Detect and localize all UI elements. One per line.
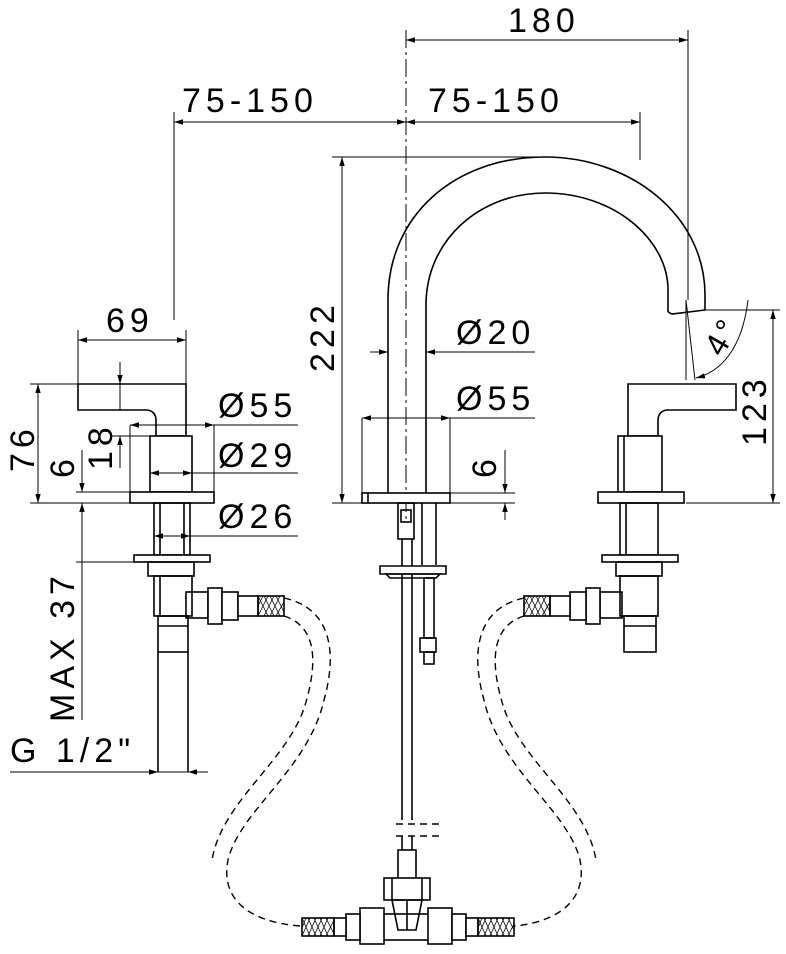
- dim-spout-angle: 4°: [685, 299, 749, 381]
- dim-handle-height-label: 76: [4, 424, 42, 472]
- dim-thread: G 1/2": [10, 732, 208, 775]
- dim-spout-height-label: 222: [304, 300, 342, 372]
- dim-handle-base-thickness-label: 6: [44, 454, 82, 478]
- dim-handle-height: 76: [4, 383, 130, 504]
- dim-handle-body-diameter: Ø29: [150, 437, 298, 476]
- dim-spout-angle-label: 4°: [697, 310, 747, 361]
- dim-overall-width-label: 180: [508, 2, 580, 40]
- dim-spout-base-diameter: Ø55: [361, 380, 535, 493]
- dim-handle-base-diameter-label: Ø55: [218, 387, 297, 425]
- dim-left-spacing: 75-150: [173, 82, 406, 320]
- dim-lever-length: 69: [77, 302, 187, 384]
- dim-handle-body-diameter-label: Ø29: [218, 437, 297, 475]
- dim-lever-offset: 18: [82, 362, 150, 470]
- dim-outlet-height-label: 123: [736, 374, 774, 446]
- dim-overall-width: 180: [406, 2, 689, 300]
- dim-spout-diameter: Ø20: [370, 314, 535, 355]
- dim-spout-base-diameter-label: Ø55: [456, 380, 535, 418]
- dim-handle-base-diameter: Ø55: [129, 387, 298, 492]
- dim-lever-length-label: 69: [106, 302, 154, 340]
- dim-left-spacing-label: 75-150: [182, 82, 318, 120]
- dim-right-spacing: 75-150: [406, 82, 641, 160]
- dim-spout-base-thickness-label: 6: [466, 454, 504, 478]
- dim-right-spacing-label: 75-150: [428, 82, 564, 120]
- dim-thread-label: G 1/2": [10, 732, 135, 770]
- spout-shank: [379, 502, 447, 850]
- dim-lever-offset-label: 18: [82, 422, 120, 470]
- dim-max-deck-label: MAX 37: [44, 571, 82, 722]
- flexible-hoses: [211, 597, 597, 927]
- dim-max-deck: MAX 37: [44, 503, 134, 722]
- dim-spout-height: 222: [304, 156, 545, 504]
- dim-spout-base-thickness: 6: [450, 450, 515, 520]
- tee-connector: [301, 849, 515, 945]
- dim-shank-diameter: Ø26: [154, 498, 298, 539]
- dim-shank-diameter-label: Ø26: [218, 498, 297, 536]
- dim-spout-diameter-label: Ø20: [456, 314, 535, 352]
- right-handle: [523, 383, 737, 653]
- left-handle: [77, 383, 285, 772]
- dim-outlet-height: 123: [686, 309, 780, 504]
